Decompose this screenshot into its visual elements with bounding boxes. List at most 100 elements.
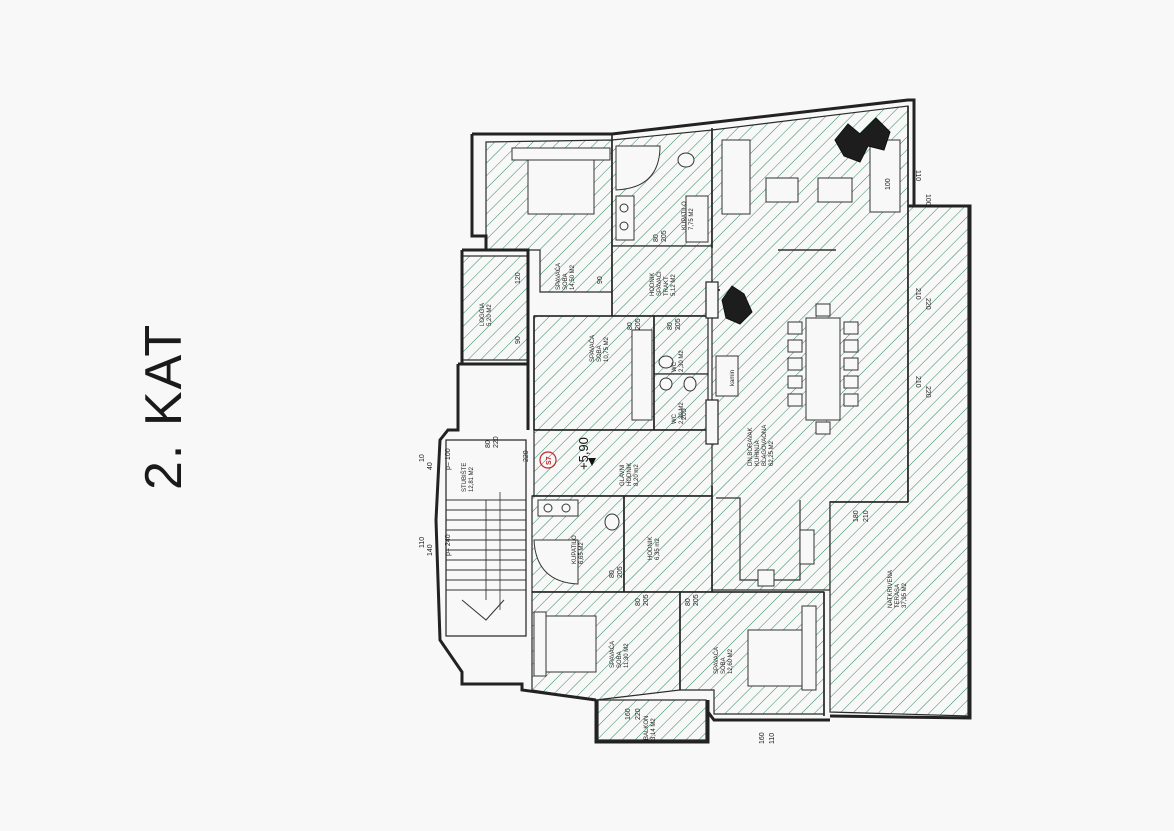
label-line: NATKRIVENA	[888, 570, 894, 608]
dim-label: 205	[675, 318, 682, 330]
label-bathroom-low: KUPATILO 6,65 M2	[572, 535, 585, 564]
label-line: KUHINJA	[755, 440, 761, 466]
label-line: 62,25 M2	[769, 440, 775, 466]
label-line: HODNIK	[650, 273, 656, 296]
plan-title: 2. KAT	[135, 323, 193, 490]
label-line: HODNIK	[648, 537, 654, 560]
label-line: 2,30 M2	[679, 402, 685, 424]
label-line: DN.BORAVAK	[748, 428, 754, 466]
dim-label: 205	[681, 408, 688, 420]
dim-label: 90	[515, 336, 522, 344]
label-line: KUPATILO	[682, 201, 688, 230]
label-line: 8,20 m2	[634, 464, 640, 486]
label-line: WC	[672, 413, 678, 424]
dim-label: p= 100	[445, 448, 452, 470]
label-main-hallway: GLAVNI HODNIK 8,20 m2	[620, 463, 640, 486]
dim-label: 205	[643, 594, 650, 606]
label-wc-1: WC 2,30 M2	[672, 350, 685, 372]
label-line: BALKON	[644, 716, 650, 740]
label-line: SOBA	[597, 345, 603, 362]
dim-label: 40	[427, 462, 434, 470]
label-line: TRAKT	[664, 276, 670, 296]
dim-label: 110	[769, 733, 776, 744]
label-line: LOGGIA	[480, 303, 486, 326]
label-line: KUPATILO	[572, 535, 578, 564]
label-line: 2,30 M2	[679, 350, 685, 372]
label-line: 7,75 M2	[689, 208, 695, 230]
dim-label: 90	[597, 276, 604, 284]
dim-label: 210	[914, 288, 921, 300]
dim-label: 100	[885, 178, 892, 190]
label-hallway-low: HODNIK 6,35 m2	[648, 537, 661, 560]
dim-label: 80	[653, 234, 660, 242]
label-terrace: NATKRIVENA TERASA 37,95 M2	[888, 570, 908, 608]
dim-label: 110	[914, 170, 921, 181]
label-line: 6,35 m2	[655, 538, 661, 560]
label-line: SPAVAĆA	[589, 335, 596, 362]
dim-label: 80	[685, 598, 692, 606]
dim-label: 140	[427, 544, 434, 556]
dim-label: 80	[635, 598, 642, 606]
label-line: WC	[672, 361, 678, 372]
room-hallway-low	[623, 495, 713, 593]
furniture	[511, 117, 901, 691]
dining-chairs	[787, 303, 859, 435]
label-line: SPAVAĆA	[609, 641, 616, 668]
label-living: DN.BORAVAK KUHINJA BLAGOVAONA 62,25 M2	[748, 425, 775, 466]
label-line: 11,30 M2	[624, 643, 630, 668]
dim-label: 220	[924, 386, 931, 398]
label-line: 5,20 M2	[487, 304, 493, 326]
dim-label: 160	[759, 732, 766, 744]
dim-label: 120	[515, 272, 522, 284]
label-fireplace: kamin	[730, 370, 736, 386]
stamp: S7	[539, 451, 557, 469]
dim-label: 205	[661, 230, 668, 242]
plant-icon	[834, 117, 891, 163]
dim-label: 10	[419, 454, 426, 462]
label-line: SOBA	[721, 657, 727, 674]
label-line: 37,95 M2	[902, 582, 908, 608]
dim-label: 220	[635, 708, 642, 720]
label-line: 5,12 M2	[671, 274, 677, 296]
label-line: TERASA	[895, 584, 901, 608]
label-line: BLAGOVAONA	[762, 425, 768, 466]
dim-label: 205	[617, 566, 624, 578]
label-line: 3,14 M2	[651, 718, 657, 740]
label-balcony: BALKON 3,14 M2	[644, 716, 657, 740]
label-wc-2: WC 2,30 M2	[672, 402, 685, 424]
dim-label: 220	[523, 450, 530, 462]
label-line: 14,50 M2	[570, 264, 576, 290]
dim-label: 180	[853, 510, 860, 522]
dim-label: 80	[485, 440, 492, 448]
label-line: SPAVAĆI	[656, 271, 663, 296]
dim-label: 80	[627, 322, 634, 330]
dim-label: 210	[914, 376, 921, 388]
room-balcony	[597, 699, 707, 741]
plant-icon-2	[721, 285, 753, 325]
level-mark: +5,90	[576, 437, 591, 470]
label-line: STUBIŠTE	[461, 463, 468, 492]
room-labels: SPAVAĆA SOBA 14,50 M2 KUPATILO 7,75 M2 H…	[461, 201, 908, 740]
dim-label: p= 240	[445, 534, 452, 556]
label-hallway-wing: HODNIK SPAVAĆI TRAKT 5,12 M2	[650, 271, 677, 296]
dimensions: 100 110 210 220 210 220 180 210 160 110 …	[419, 170, 931, 744]
label-line: 12,60 M2	[728, 648, 734, 674]
label-line: 10,75 M2	[604, 336, 610, 362]
dim-label: 220	[924, 298, 931, 310]
label-line: SOBA	[563, 273, 569, 290]
dim-label: 205	[693, 594, 700, 606]
label-bedroom-low-2: SPAVAĆA SOBA 12,60 M2	[713, 647, 734, 674]
walls	[434, 98, 972, 744]
label-line: HODNIK	[627, 463, 633, 486]
label-line: 12,81 M2	[469, 466, 475, 492]
level-arrow-icon	[588, 458, 596, 466]
dim-label: 210	[863, 510, 870, 522]
dim-label: 80	[667, 322, 674, 330]
label-loggia: LOGGIA 5,20 M2	[480, 303, 493, 326]
label-line: SPAVAĆA	[555, 263, 562, 290]
dim-label: 80	[609, 570, 616, 578]
label-bedroom-mid: SPAVAĆA SOBA 10,75 M2	[589, 335, 610, 362]
dim-label: 160	[625, 708, 632, 720]
label-bedroom-low-1: SPAVAĆA SOBA 11,30 M2	[609, 641, 630, 668]
